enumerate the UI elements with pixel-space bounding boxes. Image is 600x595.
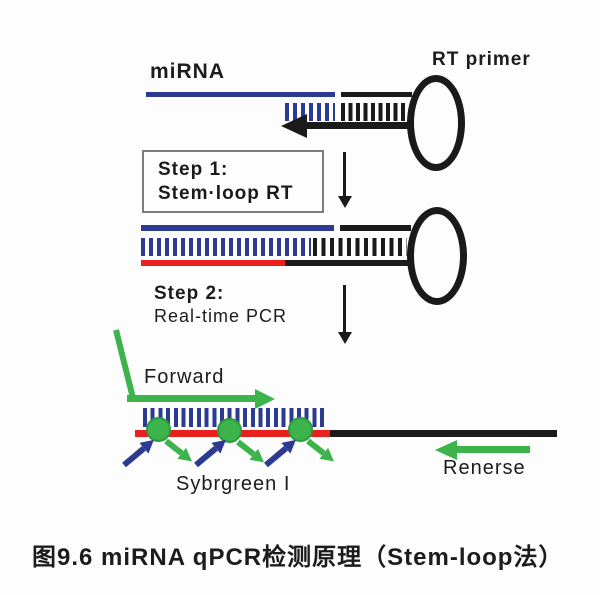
figure-caption: 图9.6 miRNA qPCR检测原理（Stem-loop法） <box>32 544 564 571</box>
mirna-strand-line-2 <box>141 225 334 231</box>
forward-primer-arrow <box>127 388 275 409</box>
sybr-dye-circle <box>288 417 313 442</box>
cdna-strand-line <box>141 260 285 266</box>
stem-loop-1 <box>407 75 465 171</box>
excitation-arrow-icon <box>122 434 159 468</box>
rt-primer-stem-top-line <box>341 92 412 97</box>
emission-arrow-icon <box>164 438 197 467</box>
template-strand-black <box>330 430 557 437</box>
emission-arrow-icon <box>236 439 269 468</box>
sybr-dye-circle <box>146 417 171 442</box>
sybr-dye-circle <box>217 418 242 443</box>
stem-loop-2 <box>407 207 467 305</box>
stem-top-line-2 <box>340 225 411 231</box>
forward-label: Forward <box>144 366 225 388</box>
base-pair-hatch-duplex-black <box>313 238 407 256</box>
base-pair-hatch-duplex-blue <box>141 238 311 256</box>
step1-title: Step 1: <box>158 159 229 180</box>
mirna-strand-line <box>146 92 335 97</box>
mirna-label: miRNA <box>150 60 226 83</box>
reverse-primer-arrow <box>435 439 530 460</box>
reverse-label: Renerse <box>443 457 526 479</box>
stem-bottom-line-2 <box>285 260 412 266</box>
rt-primer-label: RT primer <box>432 49 531 70</box>
sybrgreen-label: Sybrgreen I <box>176 473 291 495</box>
base-pair-hatch-stem-1 <box>341 103 407 121</box>
step2-down-arrow <box>337 285 352 344</box>
reverse-transcription-arrow <box>281 113 413 138</box>
excitation-arrow-icon <box>194 434 231 468</box>
step2-subtitle: Real-time PCR <box>154 306 288 326</box>
step2-title: Step 2: <box>154 283 225 304</box>
emission-arrow-icon <box>306 438 339 467</box>
step1-subtitle: Stem·loop RT <box>158 183 294 204</box>
forward-primer-leg <box>113 329 136 399</box>
base-pair-hatch-pcr <box>143 408 327 427</box>
step1-box: Step 1: Stem·loop RT <box>142 150 324 213</box>
step1-down-arrow <box>337 152 352 208</box>
